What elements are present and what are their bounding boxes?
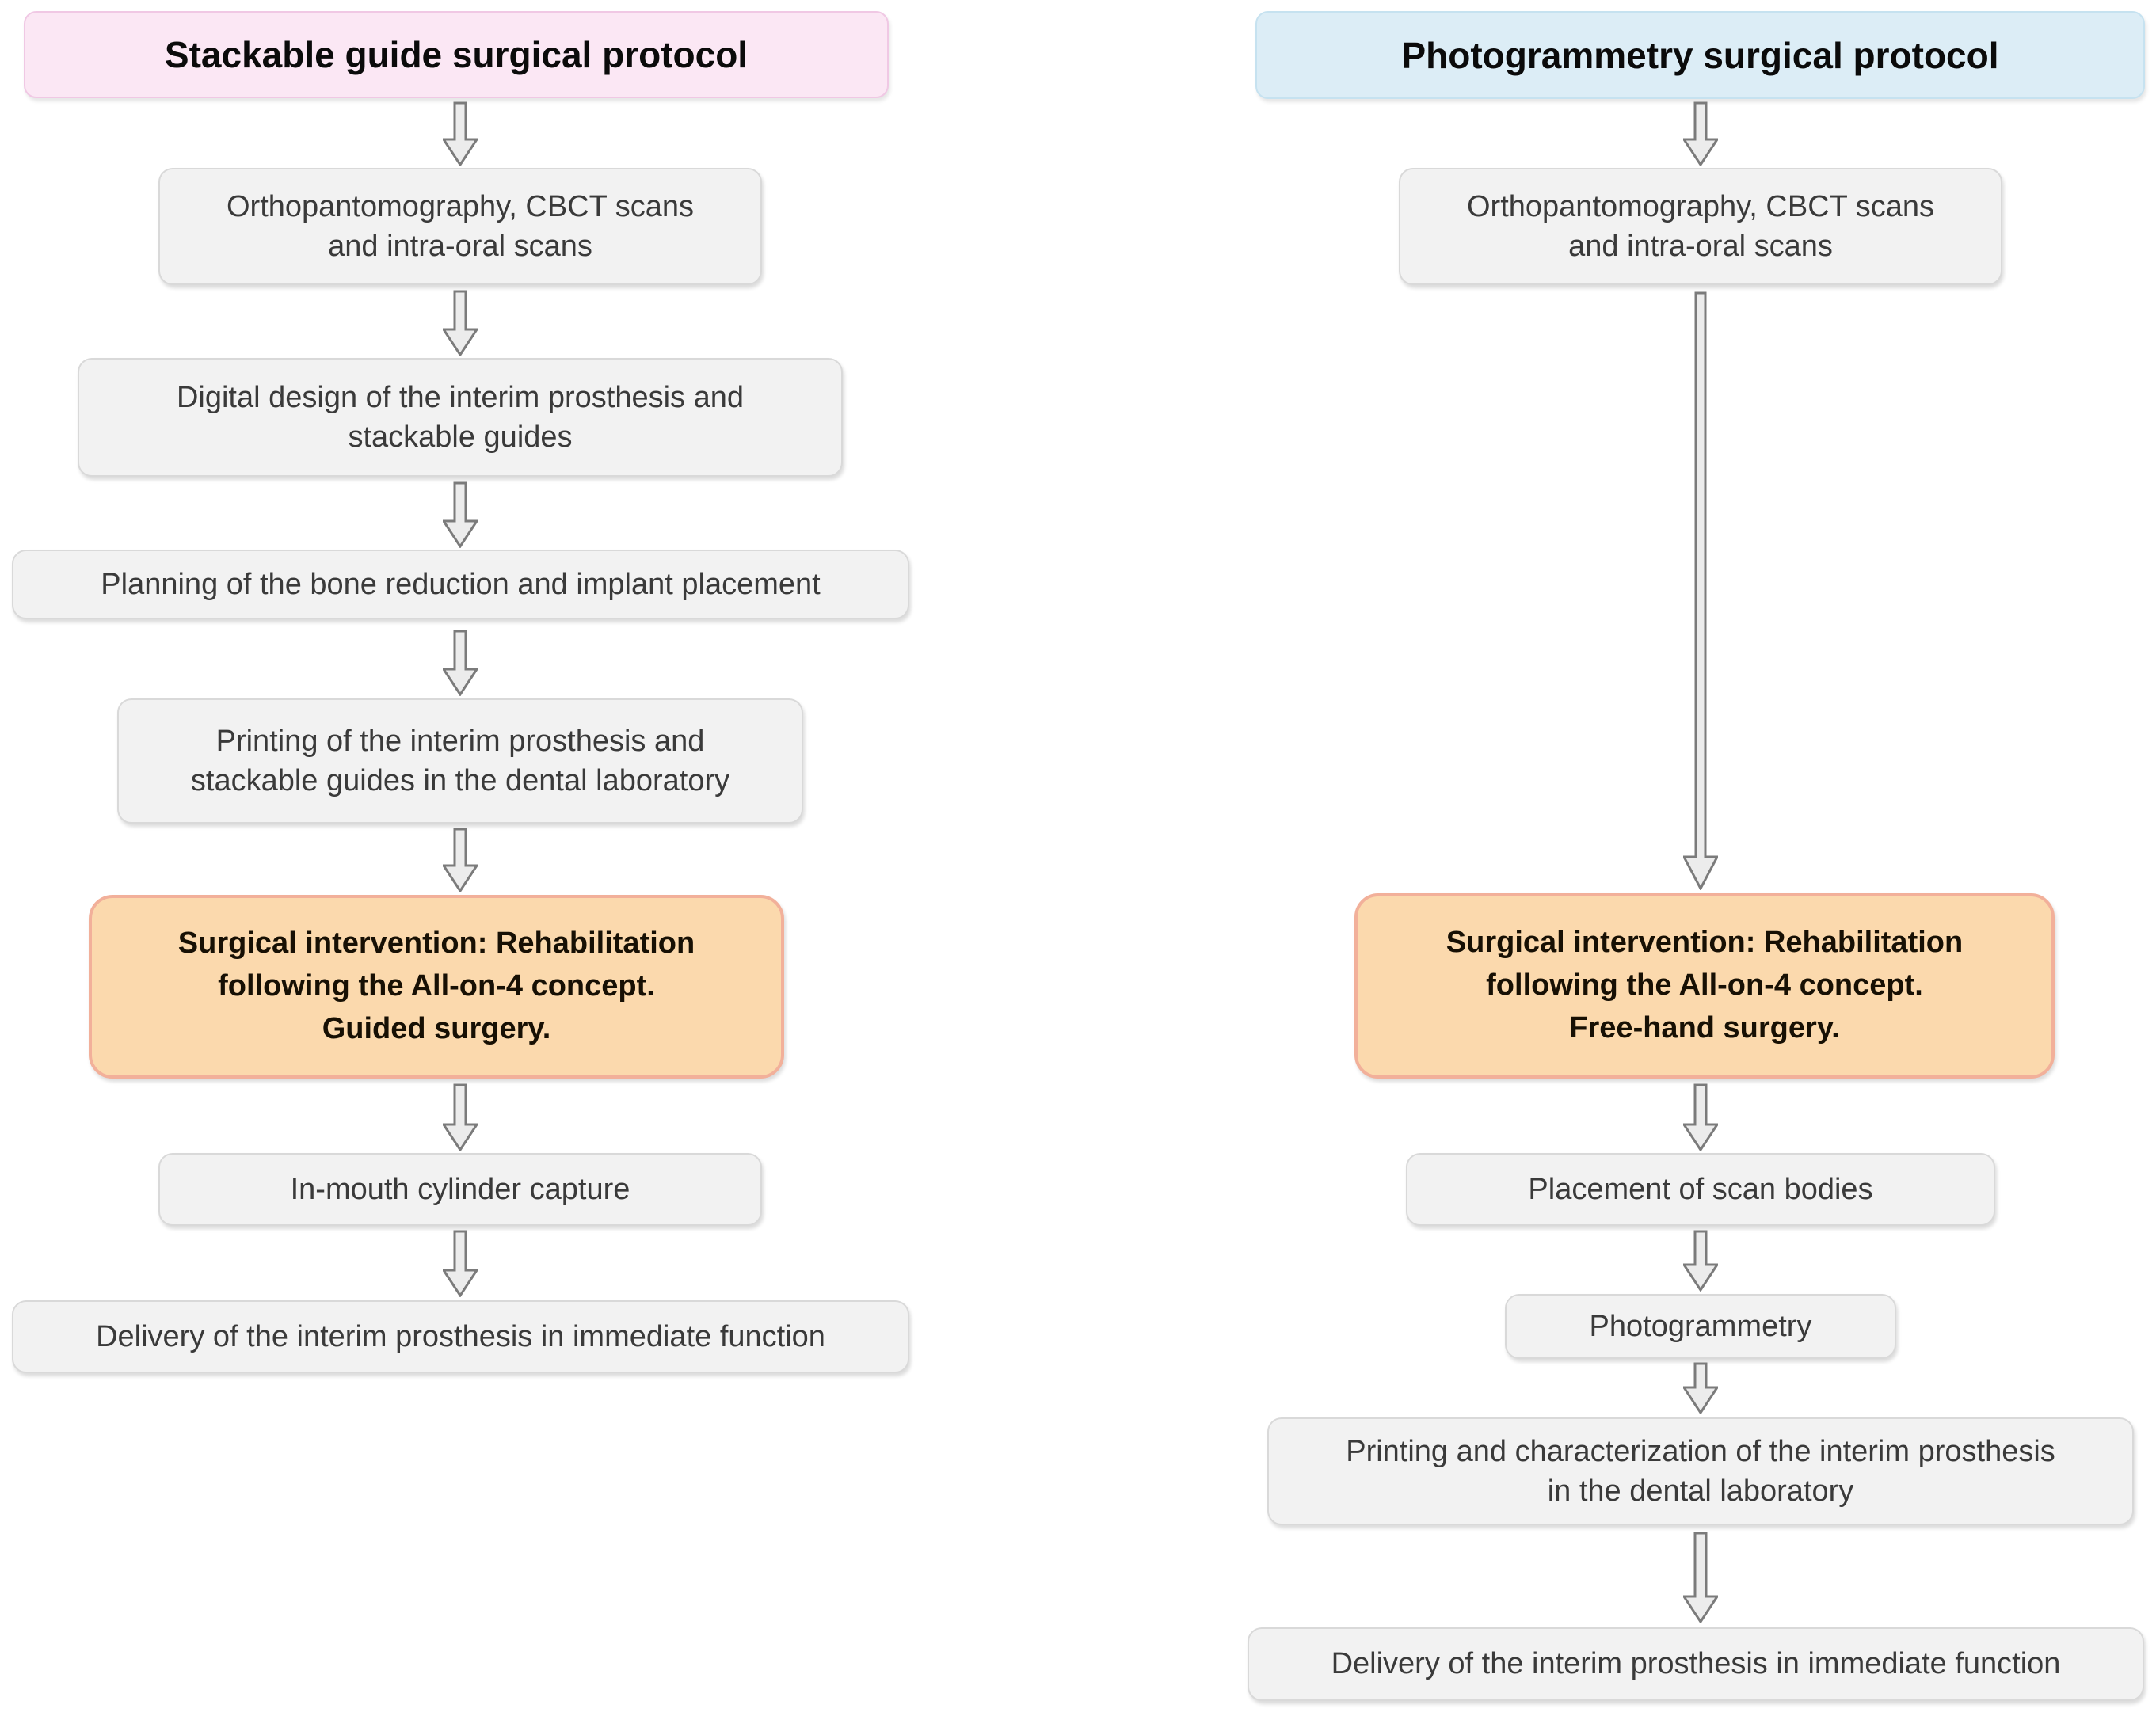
step-text: Free-hand surgery.: [1569, 1010, 1840, 1045]
step-box-right-3: Placement of scan bodies: [1406, 1153, 1995, 1226]
block-arrow-down-icon: [443, 828, 478, 892]
step-text: following the All-on-4 concept.: [218, 969, 655, 1003]
step-text: in the dental laboratory: [1547, 1475, 1854, 1508]
step-text: Orthopantomography, CBCT scans: [227, 189, 694, 223]
step-text: Delivery of the interim prosthesis in im…: [96, 1319, 825, 1353]
step-box-left-2: Digital design of the interim prosthesis…: [78, 358, 843, 477]
step-text: In-mouth cylinder capture: [290, 1172, 630, 1206]
step-box-right-5: Printing and characterization of the int…: [1267, 1417, 2134, 1525]
block-arrow-down-icon: [1683, 1362, 1718, 1414]
right-column-title: Photogrammetry surgical protocol: [1401, 34, 1999, 76]
step-text: stackable guides in the dental laborator…: [190, 764, 730, 797]
step-text: Printing and characterization of the int…: [1346, 1434, 2055, 1468]
block-arrow-down-icon: [443, 630, 478, 696]
block-arrow-down-icon: [443, 481, 478, 548]
block-arrow-down-icon: [1683, 1230, 1718, 1292]
step-text: Digital design of the interim prosthesis…: [176, 380, 745, 414]
block-arrow-down-icon: [443, 1230, 478, 1297]
step-box-left-1: Orthopantomography, CBCT scans and intra…: [158, 168, 762, 285]
left-column-header: Stackable guide surgical protocol: [24, 11, 889, 98]
step-text: Planning of the bone reduction and impla…: [101, 567, 821, 601]
step-box-right-6: Delivery of the interim prosthesis in im…: [1248, 1627, 2144, 1701]
block-arrow-down-icon: [443, 1083, 478, 1151]
step-box-right-surgery-highlight: Surgical intervention: Rehabilitation fo…: [1354, 893, 2055, 1079]
step-box-left-7: Delivery of the interim prosthesis in im…: [12, 1300, 909, 1373]
step-text: Photogrammetry: [1589, 1309, 1812, 1343]
block-arrow-down-icon: [443, 290, 478, 356]
step-box-right-1: Orthopantomography, CBCT scans and intra…: [1399, 168, 2002, 285]
step-text: Guided surgery.: [322, 1011, 551, 1045]
step-box-left-3: Planning of the bone reduction and impla…: [12, 550, 909, 619]
step-text: Delivery of the interim prosthesis in im…: [1331, 1647, 2061, 1681]
step-text: and intra-oral scans: [1568, 230, 1833, 263]
step-text: stackable guides: [348, 420, 573, 454]
step-text: Surgical intervention: Rehabilitation: [177, 927, 695, 961]
step-box-left-6: In-mouth cylinder capture: [158, 1153, 762, 1226]
step-text: Orthopantomography, CBCT scans: [1467, 189, 1934, 223]
block-arrow-down-icon: [1683, 1083, 1718, 1151]
step-box-left-surgery-highlight: Surgical intervention: Rehabilitation fo…: [89, 895, 784, 1079]
step-box-left-4: Printing of the interim prosthesis and s…: [117, 698, 803, 824]
left-column-title: Stackable guide surgical protocol: [164, 34, 749, 75]
step-text: following the All-on-4 concept.: [1486, 968, 1923, 1003]
step-text: and intra-oral scans: [328, 230, 592, 263]
block-arrow-down-icon: [1683, 101, 1718, 166]
step-text: Placement of scan bodies: [1528, 1172, 1873, 1206]
block-arrow-down-icon: [1683, 1532, 1718, 1623]
step-text: Surgical intervention: Rehabilitation: [1446, 926, 1964, 960]
right-column-header: Photogrammetry surgical protocol: [1255, 11, 2145, 99]
step-text: Printing of the interim prosthesis and: [215, 724, 705, 758]
block-arrow-down-long-icon: [1683, 291, 1718, 890]
step-box-right-4: Photogrammetry: [1505, 1294, 1896, 1359]
block-arrow-down-icon: [443, 101, 478, 166]
